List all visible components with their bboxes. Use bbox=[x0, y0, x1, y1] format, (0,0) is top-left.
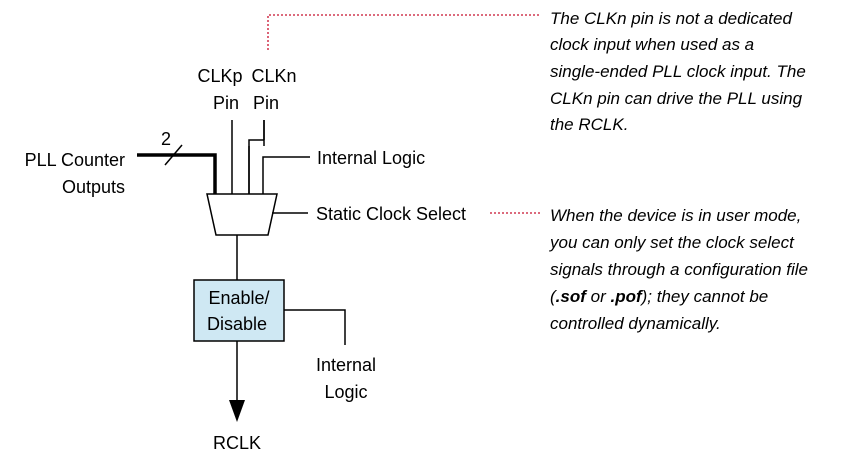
rclk-arrow-icon bbox=[229, 400, 245, 422]
clkn-note-line5: the RCLK. bbox=[550, 115, 628, 134]
clkn-label-line1: CLKn bbox=[251, 66, 296, 86]
enable-disable-label-line1: Enable/ bbox=[208, 288, 269, 308]
internal-logic-top-label: Internal Logic bbox=[317, 148, 425, 168]
clkn-note-line2: clock input when used as a bbox=[550, 35, 754, 54]
select-note-or: or bbox=[586, 287, 611, 306]
internal-logic-top-wire bbox=[262, 156, 310, 194]
clkn-route bbox=[248, 139, 264, 194]
bus-slash bbox=[164, 144, 183, 166]
clock-select-mux bbox=[206, 193, 278, 236]
pll-counter-bus bbox=[137, 153, 217, 194]
clkp-label-line1: CLKp bbox=[197, 66, 242, 86]
bus-width-label: 2 bbox=[161, 129, 171, 149]
clkn-note-leader bbox=[267, 14, 540, 50]
enable-disable-box bbox=[193, 279, 285, 342]
static-clock-select-label: Static Clock Select bbox=[316, 204, 466, 224]
internal-logic-bottom-wire bbox=[284, 309, 346, 345]
clkn-note-line4: CLKn pin can drive the PLL using bbox=[550, 89, 803, 108]
select-note-paren: ( bbox=[550, 287, 558, 306]
enable-disable-label-line2: Disable bbox=[207, 314, 267, 334]
select-note-line1: When the device is in user mode, bbox=[550, 206, 801, 225]
sof-file-ext: .sof bbox=[556, 287, 589, 306]
clkn-note-line1: The CLKn pin is not a dedicated bbox=[550, 9, 792, 28]
select-note-rest: ); they cannot be bbox=[640, 287, 769, 306]
pll-counter-label-line2: Outputs bbox=[62, 177, 125, 197]
select-note-line3: signals through a configuration file bbox=[550, 260, 808, 279]
pof-file-ext: .pof bbox=[610, 287, 643, 306]
clkp-label-line2: Pin bbox=[213, 93, 239, 113]
internal-logic-bottom-line1: Internal bbox=[316, 355, 376, 375]
select-note-line4: (.sof or .pof); they cannot be bbox=[550, 287, 768, 306]
rclk-label: RCLK bbox=[213, 433, 261, 453]
internal-logic-bottom-line2: Logic bbox=[324, 382, 367, 402]
select-note-line2: you can only set the clock select bbox=[549, 233, 795, 252]
clkn-label-line2: Pin bbox=[253, 93, 279, 113]
pll-counter-label-line1: PLL Counter bbox=[25, 150, 125, 170]
select-note-line5: controlled dynamically. bbox=[550, 314, 721, 333]
clkn-note-line3: single-ended PLL clock input. The bbox=[550, 62, 806, 81]
